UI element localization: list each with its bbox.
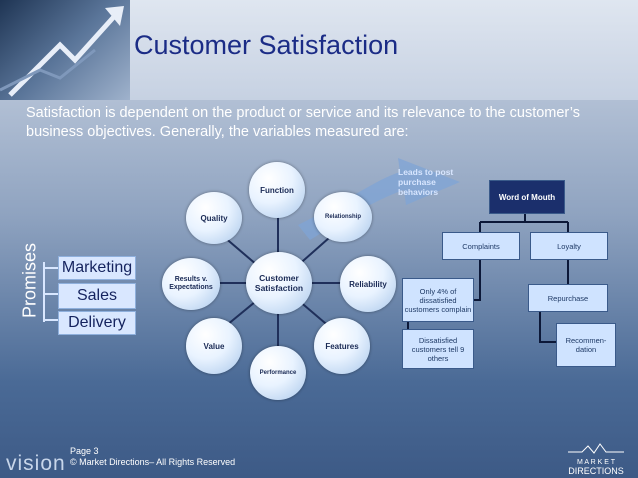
logo-top-text: M A R K E T xyxy=(577,459,615,466)
footer-text: Page 3 © Market Directions– All Rights R… xyxy=(70,446,235,468)
complaints-box: Complaints xyxy=(442,232,520,260)
node-function-label: Function xyxy=(260,185,294,195)
repurchase-box: Repurchase xyxy=(528,284,608,312)
complain-stat-box: Only 4% of dissatisfied customers compla… xyxy=(402,278,474,322)
node-performance: Performance xyxy=(250,346,306,400)
slide-title: Customer Satisfaction xyxy=(134,30,399,60)
node-reliability-label: Reliability xyxy=(349,279,387,289)
intro-line-2: business objectives. Generally, the vari… xyxy=(26,124,409,140)
center-label: Customer Satisfaction xyxy=(254,273,304,293)
node-results-expectations: Results v. Expectations xyxy=(162,258,220,310)
leads-to-label: Leads to post purchase behaviors xyxy=(398,167,454,197)
logo-bottom-text: DIRECTIONS xyxy=(568,466,624,476)
node-relationship-label: Relationship xyxy=(324,214,361,220)
promise-sales: Sales xyxy=(58,283,136,309)
header-photo xyxy=(0,0,130,100)
node-features-label: Features xyxy=(325,341,359,351)
node-quality-label: Quality xyxy=(200,213,228,223)
node-reliability: Reliability xyxy=(340,256,396,312)
promises-label: Promises xyxy=(19,236,41,326)
promises-text: Promises xyxy=(19,243,40,319)
promise-delivery: Delivery xyxy=(58,311,136,335)
node-customer-satisfaction: Customer Satisfaction xyxy=(246,252,312,314)
intro-text: Satisfaction is dependent on the product… xyxy=(26,104,616,142)
node-value-label: Value xyxy=(203,341,225,351)
node-value: Value xyxy=(186,318,242,374)
market-directions-logo: M A R K E T DIRECTIONS xyxy=(566,442,626,476)
node-quality: Quality xyxy=(186,192,242,244)
recommendation-box: Recommen- dation xyxy=(556,323,616,367)
node-relationship: Relationship xyxy=(314,192,372,242)
page-number: Page 3 xyxy=(70,446,99,456)
node-performance-label: Performance xyxy=(259,370,297,376)
intro-line-1: Satisfaction is dependent on the product… xyxy=(26,105,581,121)
dissatisfied-stat-box: Dissatisfied customers tell 9 others xyxy=(402,329,474,369)
arrow-photo-icon xyxy=(0,6,124,97)
node-function: Function xyxy=(249,162,305,218)
copyright: © Market Directions– All Rights Reserved xyxy=(70,457,236,467)
word-of-mouth-box: Word of Mouth xyxy=(489,180,565,214)
promises-bracket xyxy=(43,262,60,322)
logo-mountain-icon xyxy=(568,443,624,454)
node-results-label: Results v. Expectations xyxy=(169,276,213,291)
vision-brand: vision xyxy=(6,452,66,475)
loyalty-box: Loyalty xyxy=(530,232,608,260)
promise-marketing: Marketing xyxy=(58,256,136,280)
node-features: Features xyxy=(314,318,370,374)
